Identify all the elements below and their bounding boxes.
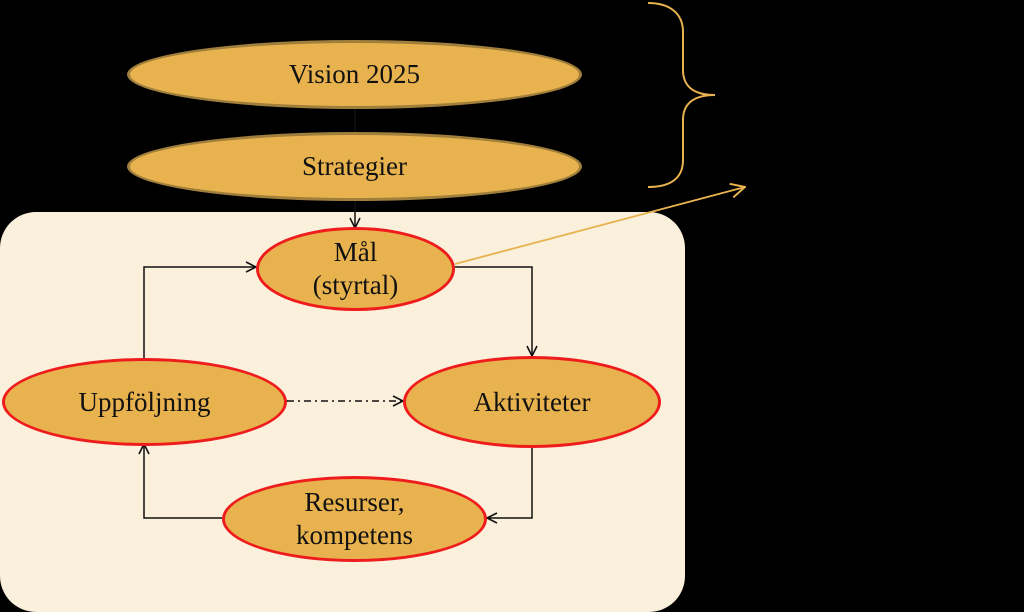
diagram-connectors	[0, 2, 1024, 597]
uppfoljning-node: Uppföljning	[2, 358, 287, 446]
vision-node: Vision 2025	[127, 40, 582, 109]
mal-node: Mål (styrtal)	[256, 227, 455, 311]
arrow-resurser-to-uppfoljning	[144, 444, 222, 519]
strategier-node: Strategier	[127, 132, 582, 201]
pointer-line	[454, 187, 745, 265]
curly-brace	[647, 2, 716, 188]
aktiviteter-node: Aktiviteter	[403, 356, 661, 448]
arrow-mal-to-aktiviteter	[455, 266, 532, 356]
resurser-node: Resurser, kompetens	[222, 476, 487, 562]
arrow-aktiviteter-to-resurser	[487, 446, 533, 518]
arrow-uppfoljning-to-mal	[143, 267, 256, 360]
